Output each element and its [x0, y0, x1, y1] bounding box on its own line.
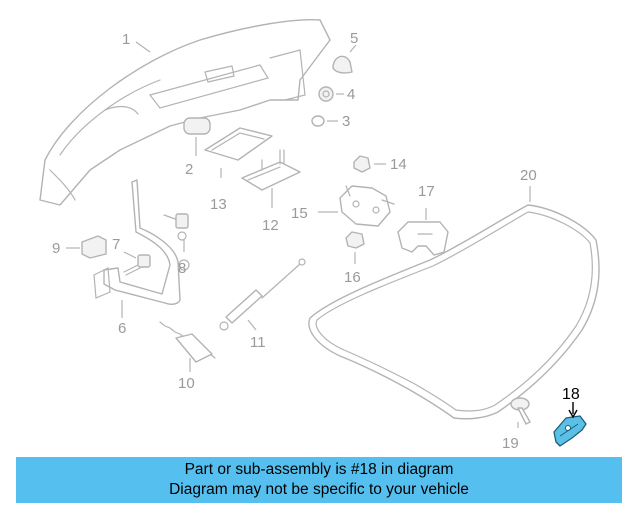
part-5-cap[interactable]: [332, 55, 353, 74]
part-11-strut[interactable]: [219, 258, 306, 331]
callout-12: 12: [262, 217, 279, 234]
part-15-latch[interactable]: [339, 185, 395, 227]
part-17-cover[interactable]: [397, 221, 449, 256]
parts-diagram: 1 5 4 3 2 13 12 6: [39, 19, 600, 452]
callout-3: 3: [342, 113, 350, 130]
info-banner: Part or sub-assembly is #18 in diagram D…: [16, 457, 622, 503]
part-4-grommet[interactable]: [318, 86, 334, 102]
callout-6: 6: [118, 320, 126, 337]
callout-10: 10: [178, 375, 195, 392]
banner-line-1: Part or sub-assembly is #18 in diagram: [184, 461, 454, 478]
banner-line-2: Diagram may not be specific to your vehi…: [169, 481, 469, 498]
part-9-bumper[interactable]: [81, 235, 107, 259]
callout-15: 15: [291, 205, 308, 222]
callout-7: 7: [112, 236, 120, 253]
callout-13: 13: [210, 196, 227, 213]
part-10-spring[interactable]: [159, 321, 216, 363]
part-1-trunk-lid[interactable]: [39, 19, 331, 206]
part-12-bracket[interactable]: [241, 149, 301, 191]
part-8-bolt[interactable]: [163, 213, 189, 241]
callout-18: 18: [562, 386, 580, 403]
part-3-ring[interactable]: [311, 115, 325, 127]
part-13-handle[interactable]: [204, 127, 273, 161]
part-20-seal[interactable]: [308, 204, 600, 420]
part-14-nut[interactable]: [353, 155, 371, 173]
part-2-switch[interactable]: [183, 117, 211, 135]
callout-5: 5: [350, 30, 358, 47]
part-18-bracket-highlighted[interactable]: [553, 415, 587, 447]
callout-18-arrowhead: [568, 409, 578, 419]
callout-4: 4: [347, 86, 355, 103]
part-6-hinge[interactable]: [93, 179, 190, 305]
callout-19: 19: [502, 435, 519, 452]
part-16-nut[interactable]: [345, 231, 365, 249]
callout-20: 20: [520, 167, 537, 184]
part-19-clip[interactable]: [510, 397, 531, 425]
callout-1: 1: [122, 31, 130, 48]
callout-11: 11: [250, 334, 266, 351]
callout-8: 8: [178, 260, 186, 277]
callout-9: 9: [52, 240, 60, 257]
callout-16: 16: [344, 269, 361, 286]
callout-2: 2: [185, 161, 193, 178]
part-7-bolt[interactable]: [123, 254, 151, 276]
callout-17: 17: [418, 183, 435, 200]
callout-14: 14: [390, 156, 407, 173]
